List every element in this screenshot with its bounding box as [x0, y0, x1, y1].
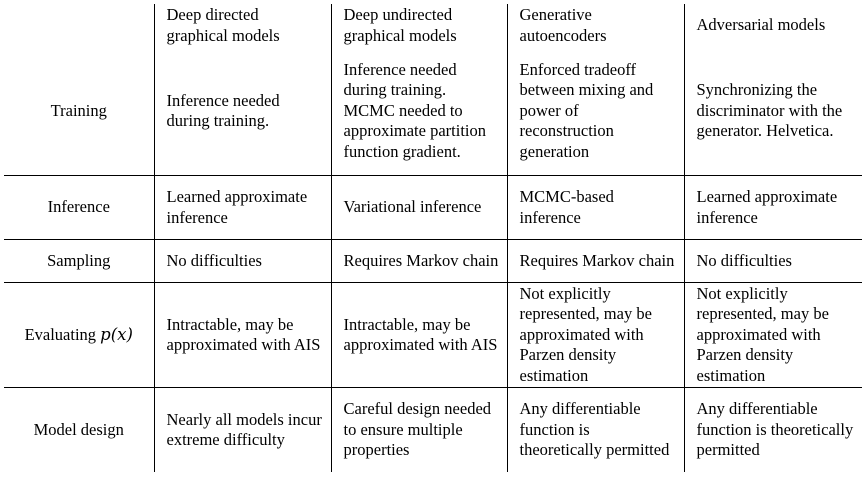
- row-label-evaluating: Evaluating p(x): [4, 282, 154, 388]
- table-row: Evaluating p(x) Intractable, may be appr…: [4, 282, 862, 388]
- table-cell: MCMC-based inference: [506, 175, 684, 240]
- column-header-deep-directed: Deep directed graphical models: [153, 4, 331, 47]
- table-cell: Learned approximate inference: [153, 175, 331, 240]
- column-header-generative-autoencoders: Generative autoencoders: [506, 4, 684, 47]
- table-row: Sampling No difficulties Requires Markov…: [4, 239, 862, 283]
- table-cell: Inference needed during training. MCMC n…: [330, 47, 507, 176]
- table-cell: Any differentiable function is theoretic…: [506, 387, 684, 472]
- table-cell: Careful design needed to ensure multiple…: [330, 387, 507, 472]
- table-header: Deep directed graphical models Deep undi…: [4, 4, 862, 47]
- table-cell: Intractable, may be approximated with AI…: [330, 282, 507, 388]
- table-cell: Requires Markov chain: [330, 239, 507, 283]
- table-cell: Learned approximate inference: [683, 175, 862, 240]
- table-cell: No difficulties: [683, 239, 862, 283]
- table-cell: Inference needed during training.: [153, 47, 331, 176]
- row-label-model-design: Model design: [4, 387, 154, 472]
- table-row: Inference Learned approximate inference …: [4, 175, 862, 240]
- column-header-deep-undirected: Deep undirected graphical models: [330, 4, 507, 47]
- row-label-evaluating-math: p(x): [100, 324, 133, 344]
- row-label-inference: Inference: [4, 175, 154, 240]
- table-cell: Intractable, may be approximated with AI…: [153, 282, 331, 388]
- table-cell: Not explicitly represented, may be appro…: [683, 282, 862, 388]
- table-cell: Synchronizing the discriminator with the…: [683, 47, 862, 176]
- table-row: Model design Nearly all models incur ext…: [4, 387, 862, 472]
- row-label-training: Training: [50, 100, 107, 120]
- comparison-table: Deep directed graphical models Deep undi…: [4, 4, 862, 472]
- header-corner: [4, 4, 154, 47]
- table-row: Training Inference needed during trainin…: [4, 47, 862, 176]
- table-cell: Enforced tradeoff between mixing and pow…: [506, 47, 684, 176]
- header-row: Deep directed graphical models Deep undi…: [4, 4, 862, 47]
- table-cell: Not explicitly represented, may be appro…: [506, 282, 684, 388]
- row-label-evaluating-text: Evaluating: [24, 324, 101, 344]
- table-cell: Any differentiable function is theoretic…: [683, 387, 862, 472]
- table-cell: No difficulties: [153, 239, 331, 283]
- table-cell: Variational inference: [330, 175, 507, 240]
- column-header-adversarial: Adversarial models: [683, 4, 862, 47]
- row-label-sampling: Sampling: [4, 239, 154, 283]
- table-cell: Requires Markov chain: [506, 239, 684, 283]
- table-cell: Nearly all models incur extreme difficul…: [153, 387, 331, 472]
- table-body: Training Inference needed during trainin…: [4, 47, 862, 472]
